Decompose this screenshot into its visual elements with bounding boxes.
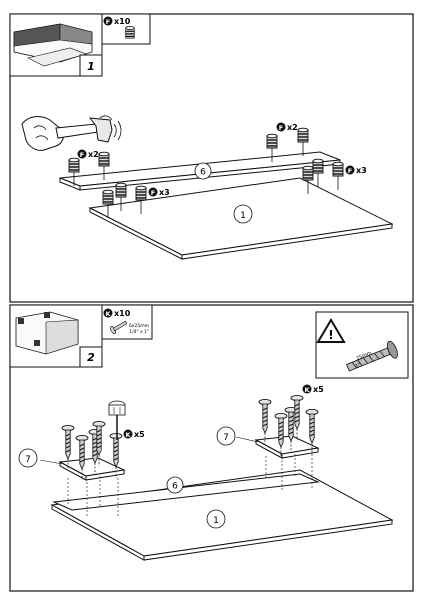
step1-number-box	[79, 54, 103, 77]
callout-qty: x3	[159, 188, 170, 197]
screw-closeup	[346, 340, 398, 372]
callout-qty: x3	[356, 166, 367, 175]
callout-letter: K	[125, 431, 131, 439]
callout-qty: x5	[313, 385, 324, 394]
callout-letter: K	[304, 386, 310, 394]
step2-rail	[52, 473, 320, 511]
step2-number: 2	[87, 351, 95, 364]
step2-frame	[9, 304, 414, 592]
step2-parts-size-imperial: 1/4" x 1"	[129, 329, 149, 335]
callout-qty: x2	[287, 123, 298, 132]
warning-box: ! 25mm 1"	[315, 311, 409, 379]
step2-plate-left-callout	[18, 448, 38, 468]
step1-callout-f-left: F x2	[77, 149, 99, 159]
hammer-icon	[21, 115, 122, 151]
step2-rail-label: 6	[172, 482, 178, 492]
step2-number-box	[79, 346, 103, 368]
step2-parts-box: K x10 6x25mm 1/4" x 1"	[101, 304, 153, 340]
step1-frame	[9, 13, 414, 303]
step2-callout-k-right: K x5	[302, 384, 324, 394]
screw-icon	[110, 320, 128, 334]
warning-length-imperial: 1"	[355, 362, 362, 370]
step1-number: 1	[87, 60, 95, 73]
callout-qty: x5	[134, 430, 145, 439]
step1-rail-label: 6	[200, 168, 206, 178]
warning-icon	[316, 318, 346, 343]
step2-plate-right-label: 7	[223, 433, 229, 443]
step1-callout-f-right: F x3	[345, 165, 367, 175]
step1-rail-callout	[194, 162, 212, 180]
warning-length-metric: 25mm	[356, 350, 373, 362]
step2-thumbnail	[9, 304, 103, 368]
step1-panel-label: 1	[240, 211, 246, 221]
callout-qty: x2	[88, 150, 99, 159]
step2-guides	[67, 454, 313, 518]
step2-panel-callout	[206, 509, 226, 529]
callout-letter: F	[348, 167, 352, 175]
step1-parts-letter: F	[106, 18, 110, 26]
svg-text:!: !	[328, 328, 333, 342]
step1-callout-f-upper: F x2	[276, 122, 298, 132]
step1-callout-f-mid: F x3	[148, 187, 170, 197]
dowel-icon	[125, 25, 135, 39]
step1-parts-box: F x10	[101, 13, 151, 45]
step1-panel-callout	[233, 204, 253, 224]
step2-parts-letter: K	[105, 310, 111, 318]
step2-parts-qty: x10	[114, 309, 131, 318]
step2-plate-left-label: 7	[25, 455, 31, 465]
callout-letter: F	[279, 124, 283, 132]
step1-parts-qty: x10	[114, 17, 131, 26]
callout-letter: F	[151, 189, 155, 197]
step2-parts-size-metric: 6x25mm	[129, 323, 149, 329]
callout-letter: F	[80, 151, 84, 159]
step2-plate-right-callout	[216, 426, 236, 446]
step2-callout-k-left: K x5	[123, 429, 145, 439]
step2-panel-label: 1	[213, 516, 219, 526]
screwdriver-icon	[108, 400, 126, 440]
step2-rail-callout	[166, 476, 184, 494]
